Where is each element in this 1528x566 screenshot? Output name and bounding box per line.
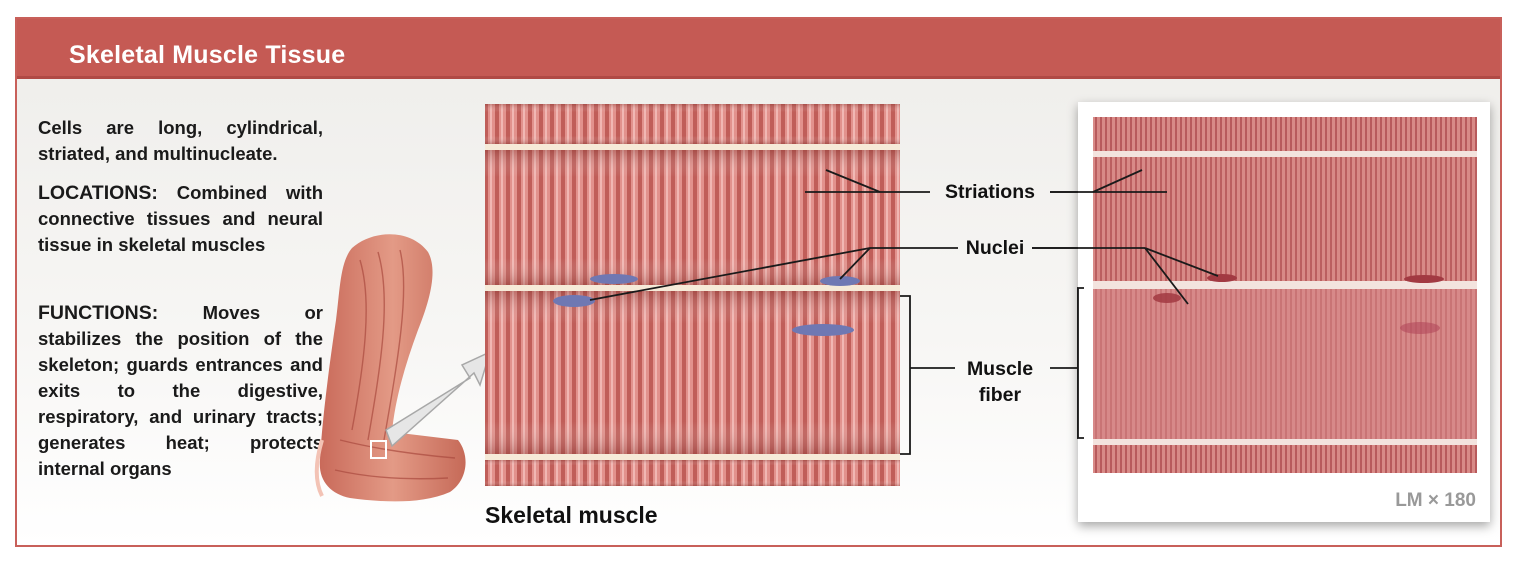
muscle-fiber-label: Muscle fiber <box>966 358 1034 406</box>
nucleus-mark <box>820 276 860 286</box>
header-bar: Skeletal Muscle Tissue <box>17 19 1500 79</box>
functions-text: FUNCTIONS: Moves or stabilizes the posit… <box>38 300 323 482</box>
locations-text: LOCATIONS: Combined with connective tiss… <box>38 180 323 258</box>
nucleus-mark <box>553 295 595 307</box>
striations-label: Striations <box>945 181 1035 203</box>
nucleus-mark <box>590 274 638 284</box>
diagram-caption: Skeletal muscle <box>485 502 658 528</box>
locations-body: Combined with connective tissues and neu… <box>38 182 324 255</box>
nuclei-label: Nuclei <box>965 237 1025 259</box>
locations-label: LOCATIONS: <box>38 182 158 204</box>
fiber-drawing <box>485 104 900 486</box>
nucleus-mark <box>792 324 854 336</box>
arm-icon <box>314 234 492 502</box>
page-title: Skeletal Muscle Tissue <box>69 41 346 69</box>
intro-text: Cells are long, cylindrical, striated, a… <box>38 117 323 164</box>
functions-body: Moves or stabilizes the position of the … <box>38 302 324 479</box>
magnification-label: LM × 180 <box>1395 490 1476 511</box>
micrograph-frame: LM × 180 <box>1078 102 1490 522</box>
functions-label: FUNCTIONS: <box>38 302 159 324</box>
